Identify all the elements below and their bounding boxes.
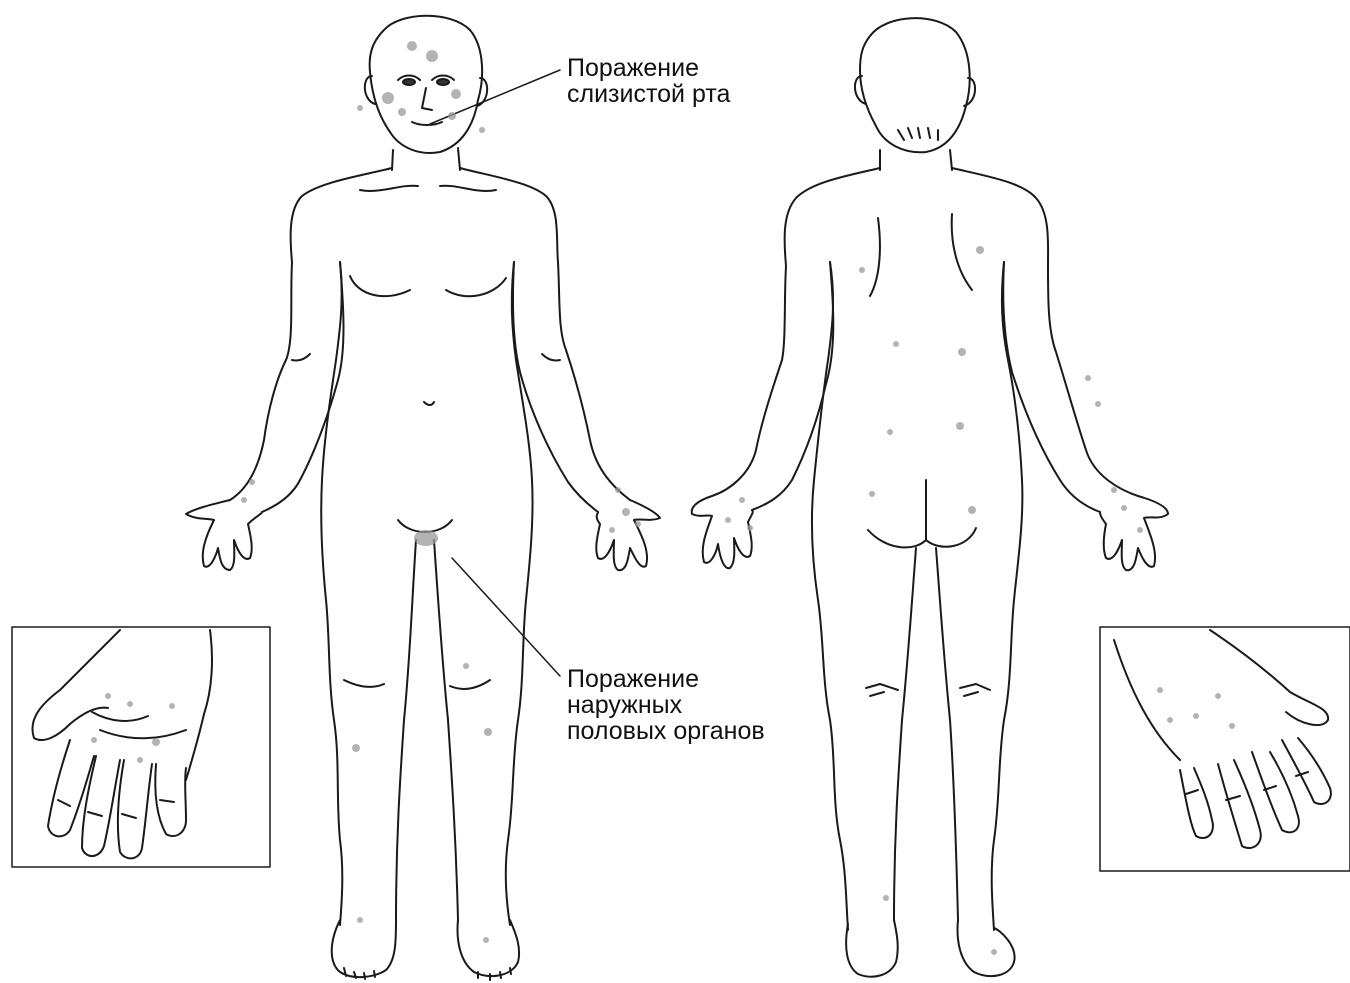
mouth-label-line1: Поражение — [567, 55, 730, 81]
genital-label-line1: Поражение — [567, 666, 765, 692]
inset-right-hand — [1100, 627, 1350, 871]
genital-label-line3: половых органов — [567, 718, 765, 744]
inset-left-palm — [12, 627, 270, 867]
lesion-spots — [91, 41, 1235, 955]
leader-lines — [430, 70, 560, 676]
leader-line-genital — [452, 558, 560, 676]
front-figure — [186, 16, 660, 980]
genital-label-line2: наружных — [567, 692, 765, 718]
mouth-lesion-label: Поражение слизистой рта — [567, 55, 730, 107]
mouth-label-line2: слизистой рта — [567, 81, 730, 107]
genital-lesion-label: Поражение наружных половых органов — [567, 666, 765, 744]
back-figure — [692, 18, 1168, 977]
